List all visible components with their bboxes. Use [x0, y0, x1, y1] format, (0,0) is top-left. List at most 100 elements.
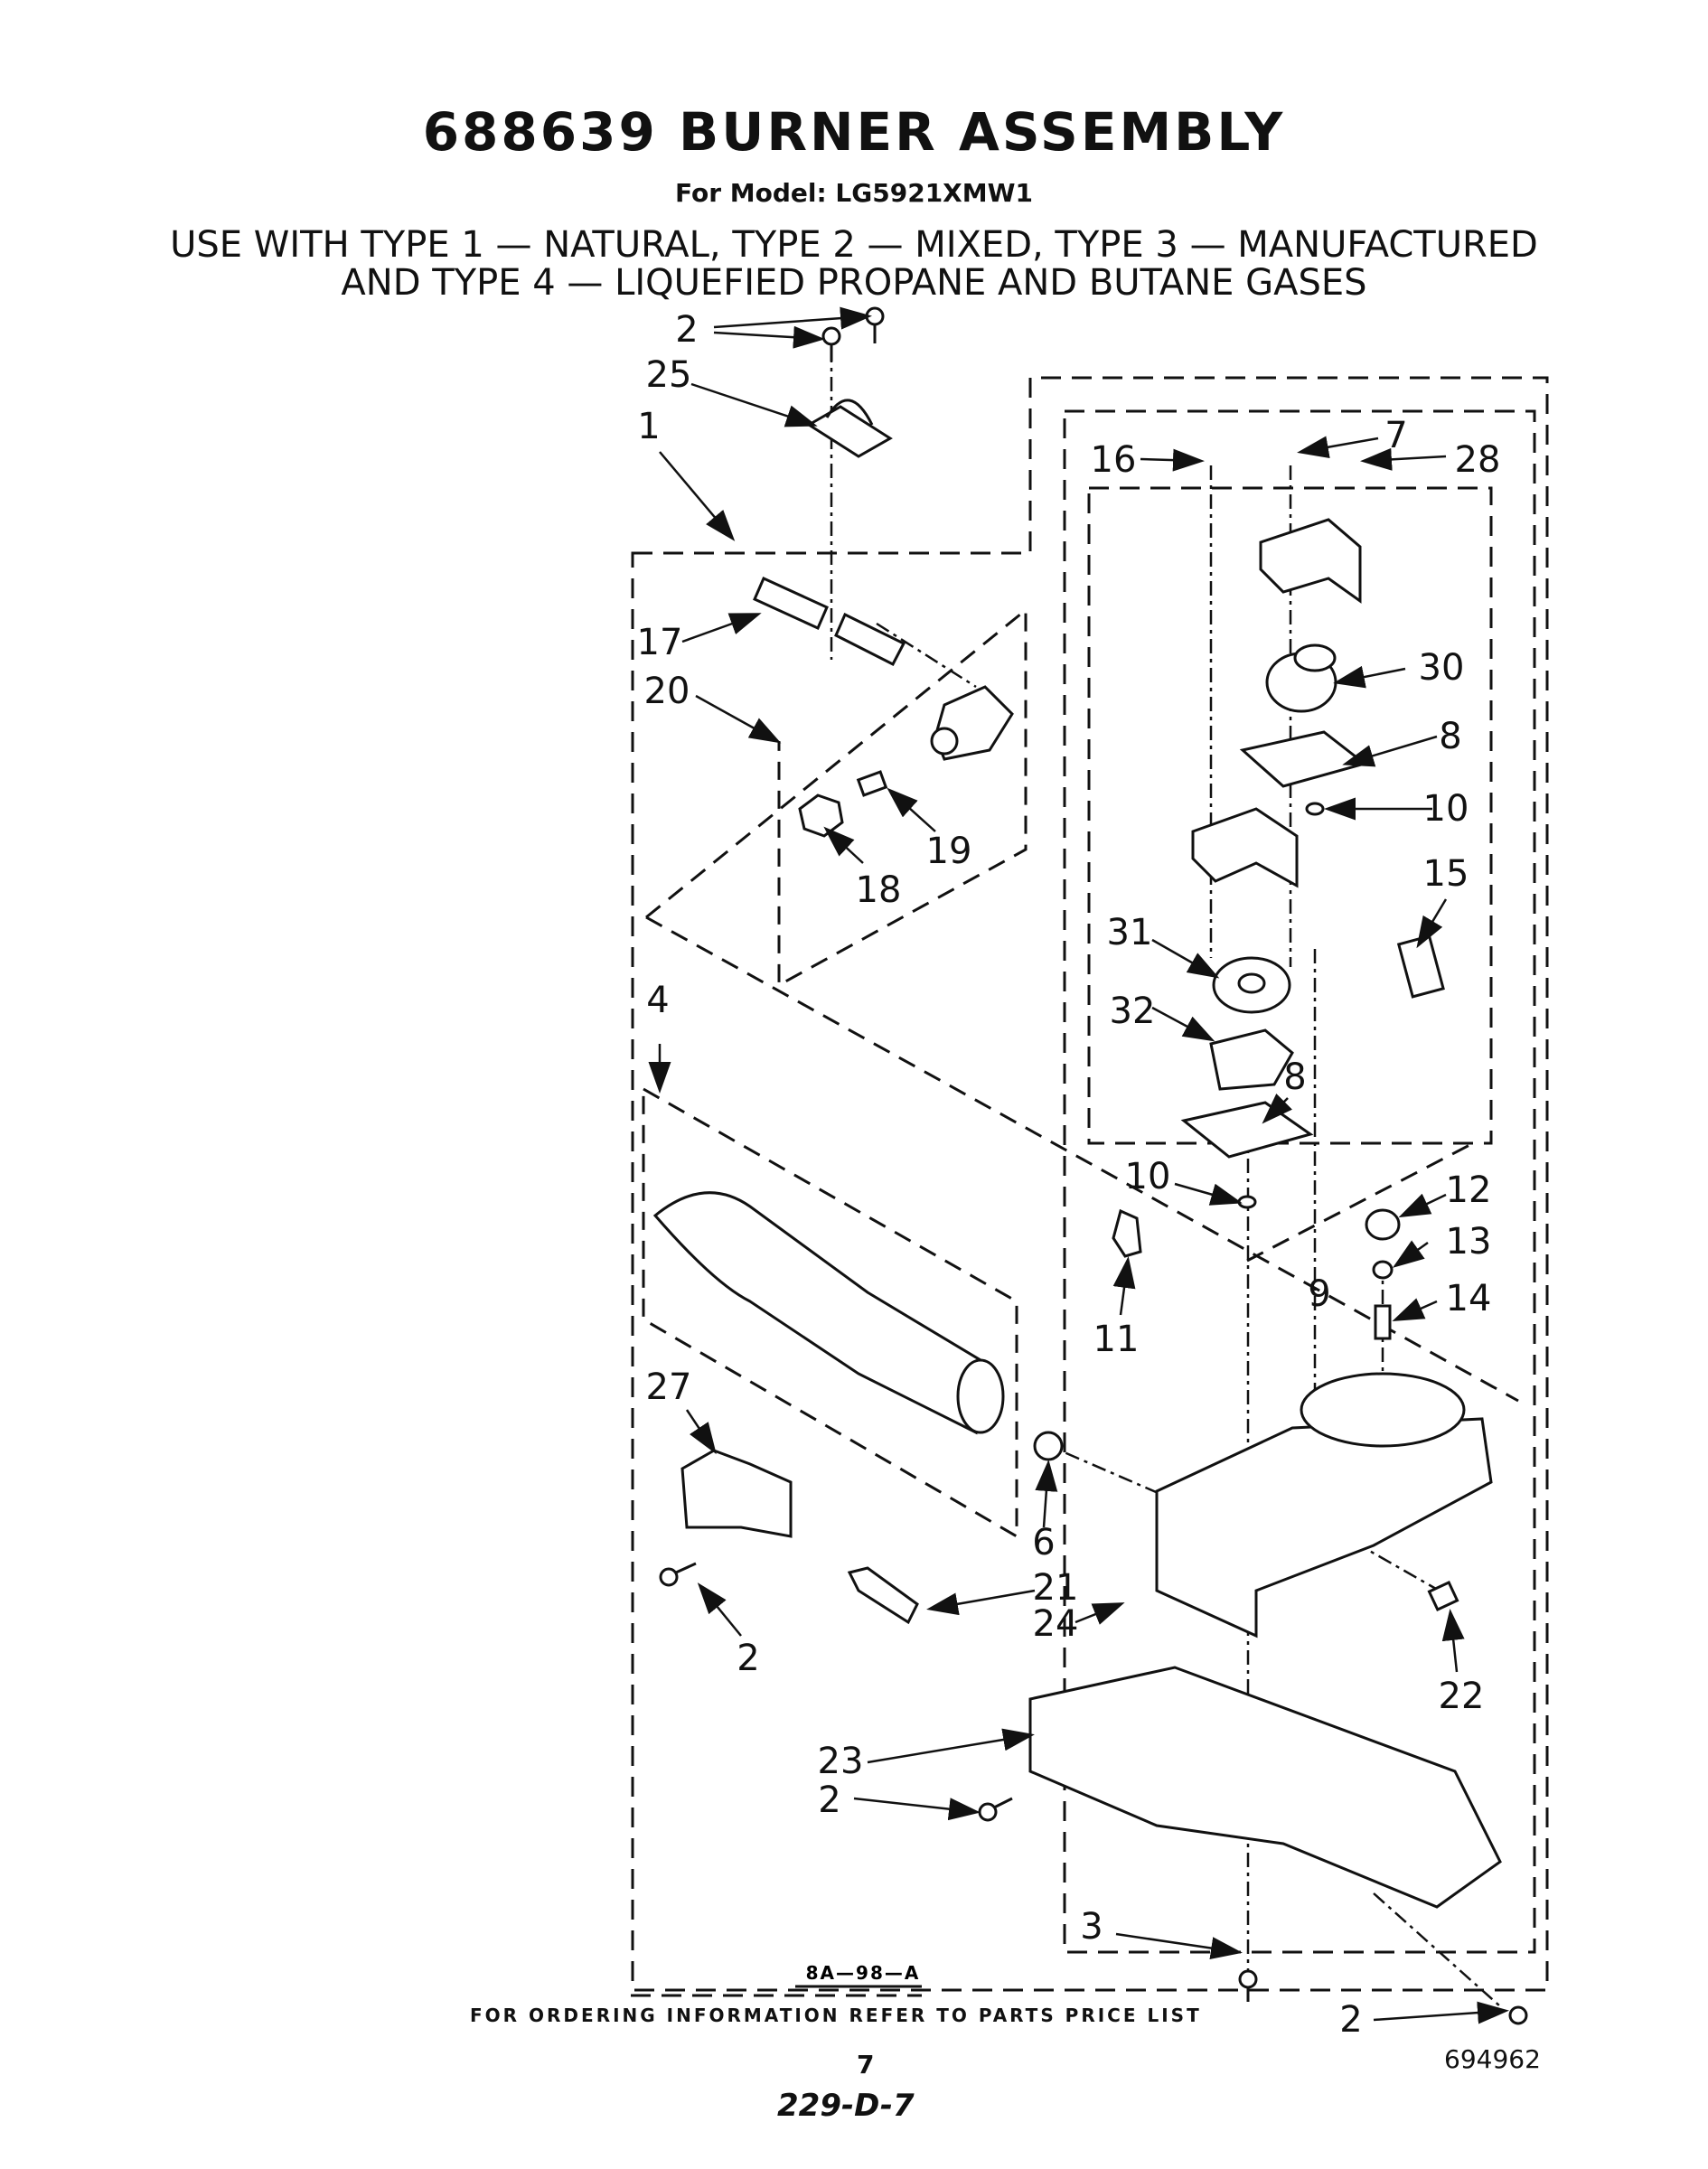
- leader-line: [1360, 447, 1447, 471]
- callout-2: 2: [1339, 1999, 1362, 2041]
- leader-line: [1035, 1460, 1058, 1528]
- leader-line: [823, 826, 864, 864]
- leader-line: [926, 1589, 1036, 1616]
- leader-line: [1342, 735, 1438, 767]
- callout-31: 31: [1107, 912, 1153, 953]
- orifice-icon: [856, 770, 888, 797]
- callout-3: 3: [1080, 1906, 1103, 1948]
- callout-25: 25: [646, 354, 692, 396]
- axis-line: [1038, 1440, 1176, 1502]
- leader-line: [1373, 2001, 1509, 2024]
- leader-line: [713, 306, 872, 330]
- screw-icon: [865, 306, 885, 343]
- callout-2: 2: [737, 1638, 759, 1679]
- callout-19: 19: [926, 831, 972, 872]
- leader-line: [1151, 1006, 1215, 1042]
- callout-21: 21: [1033, 1567, 1079, 1609]
- leader-line: [1075, 1602, 1125, 1625]
- gas-type-line-1: USE WITH TYPE 1 — NATURAL, TYPE 2 — MIXE…: [170, 224, 1538, 266]
- callout-18: 18: [856, 869, 902, 911]
- callout-8: 8: [1439, 716, 1461, 757]
- assembly-boundary: [631, 376, 1549, 1992]
- callout-11: 11: [1093, 1319, 1140, 1360]
- leader-line: [713, 325, 825, 349]
- fitting-port-icon: [930, 727, 959, 756]
- burner-outlet-icon: [956, 1358, 1005, 1434]
- screw-icon: [1238, 1969, 1258, 2002]
- orifice-fitting-icon: [1033, 1431, 1064, 1461]
- leader-line: [685, 1409, 717, 1455]
- leader-line: [1151, 938, 1220, 979]
- screw-icon: [659, 1562, 697, 1587]
- callout-7: 7: [1384, 415, 1407, 456]
- burner-tube-outline: [642, 1086, 1018, 1539]
- leader-line: [887, 787, 936, 832]
- valve-dome-icon: [1300, 1372, 1466, 1448]
- leader-line: [1392, 1298, 1438, 1322]
- leader-line: [867, 1728, 1035, 1764]
- spring-icon: [1374, 1304, 1392, 1340]
- leader-line: [1174, 1182, 1243, 1206]
- leader-line: [853, 1797, 981, 1821]
- callout-6: 6: [1032, 1522, 1055, 1563]
- coil-top-icon: [1293, 643, 1337, 672]
- callout-9: 9: [1308, 1273, 1330, 1315]
- mounting-bracket-icon: [1028, 1666, 1502, 1909]
- callout-20: 20: [644, 671, 690, 712]
- callout-15: 15: [1423, 853, 1469, 895]
- ordering-note: FOR ORDERING INFORMATION REFER TO PARTS …: [470, 2005, 1202, 2026]
- leader-line: [697, 1582, 742, 1637]
- callout-17: 17: [637, 622, 683, 663]
- orifice-group-outline: [645, 606, 1028, 988]
- coil-32-icon: [1209, 1028, 1294, 1091]
- leader-line: [1333, 665, 1406, 689]
- screw-icon: [1508, 2005, 1528, 2025]
- igniter-bracket-icon: [680, 1449, 793, 1538]
- part-number: 694962: [1444, 2044, 1541, 2074]
- gasket-icon: [1180, 1101, 1314, 1159]
- leader-line: [1441, 1609, 1465, 1673]
- leader-line: [1262, 1093, 1293, 1124]
- callout-28: 28: [1455, 439, 1501, 481]
- washer-icon: [1305, 802, 1325, 816]
- regulator-screw-icon: [1372, 1260, 1394, 1280]
- callout-22: 22: [1439, 1676, 1485, 1717]
- callout-23: 23: [818, 1741, 864, 1782]
- coil-bracket-icon: [1259, 518, 1362, 604]
- leader-line: [681, 613, 762, 643]
- model-label: For Model: LG5921XMW1: [674, 178, 1034, 208]
- callout-24: 24: [1033, 1603, 1079, 1645]
- callout-32: 32: [1110, 991, 1156, 1032]
- leader-line: [659, 451, 736, 541]
- coil-box-outline: [1087, 486, 1493, 1145]
- assembly-diagonal-line: [645, 915, 1519, 1403]
- leader-line: [695, 694, 782, 744]
- gas-type-line-2: AND TYPE 4 — LIQUEFIED PROPANE AND BUTAN…: [341, 262, 1367, 304]
- callout-10: 10: [1423, 788, 1469, 830]
- callout-30: 30: [1419, 647, 1465, 689]
- callout-2: 2: [675, 309, 698, 351]
- publication-code: 229-D-7: [777, 2088, 915, 2124]
- screw-icon: [978, 1797, 1013, 1822]
- axis-line: [1328, 1526, 1456, 1601]
- gasket-icon: [1239, 730, 1368, 788]
- screw-icon: [821, 326, 841, 362]
- valve-box-outline: [1063, 409, 1536, 1954]
- igniter-icon: [847, 1566, 919, 1625]
- hex-nut-icon: [798, 793, 844, 838]
- leader-line: [1112, 1256, 1136, 1316]
- cap-icon: [1365, 1208, 1401, 1241]
- page-number: 7: [857, 2050, 875, 2080]
- drawing-code: 8A—98—A: [806, 1962, 921, 1984]
- callout-27: 27: [646, 1366, 692, 1408]
- washer-icon: [1237, 1195, 1257, 1209]
- pipe-nipple-icon: [753, 577, 829, 630]
- leader-line: [1416, 898, 1448, 949]
- axis-line: [876, 622, 977, 689]
- thermistor-icon: [1112, 1208, 1142, 1258]
- leader-line: [1115, 1932, 1243, 1959]
- burner-tube-icon: [652, 1191, 982, 1435]
- coil-31-core-icon: [1237, 972, 1266, 994]
- leader-line: [1392, 1240, 1429, 1268]
